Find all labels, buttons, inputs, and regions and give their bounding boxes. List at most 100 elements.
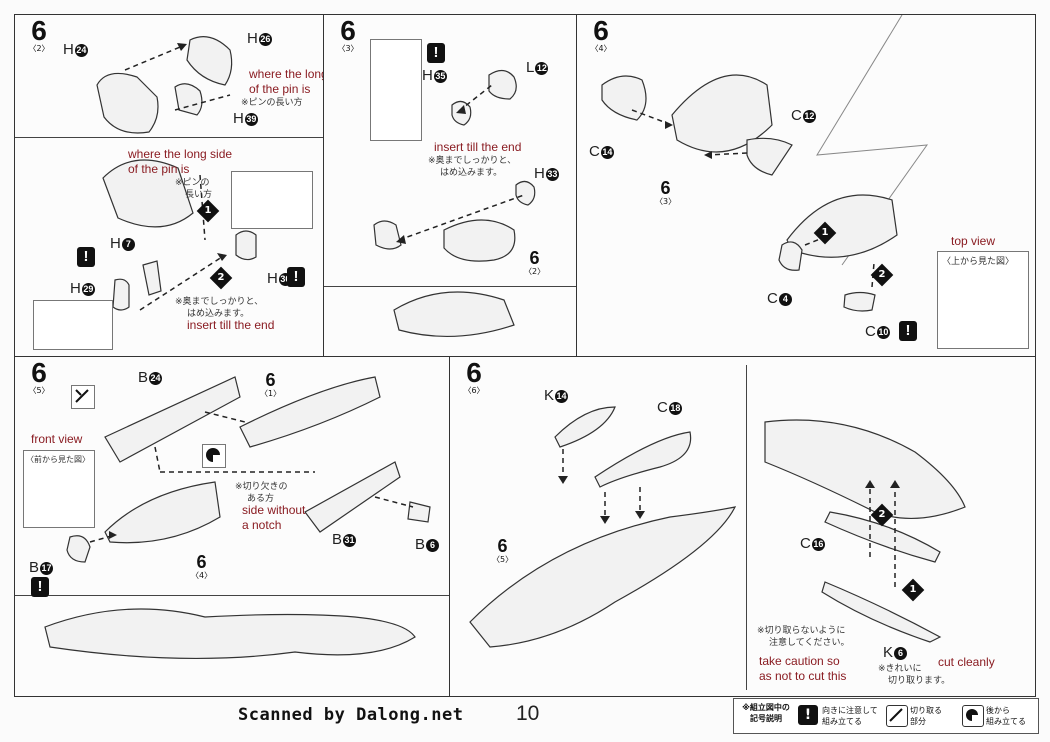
panel-divider-vertical [746,365,747,690]
exclamation-icon: ! [31,577,49,597]
step-number: 6 [466,357,482,388]
step-sub: 〈2〉 [28,44,50,53]
legend-line: 組み立てる [822,717,862,726]
reference-step-6-2: 6 〈2〉 [524,249,545,276]
ref-number: 6 [660,178,671,198]
part-letter: C [767,290,778,307]
exclamation-icon: ! [427,43,445,63]
parts-diagram-6-3 [373,69,536,338]
part-number: 35 [433,69,447,83]
half-circle-icon [206,448,221,463]
note-cut-clean-en: cut cleanly [938,655,995,669]
note-pin-long-jp: ※ピンの長い方 [241,98,303,108]
note-notch-jp-1: ※切り欠きの [235,482,288,492]
parts-diagram-6-2 [96,36,257,311]
step-marker-1: 1 [813,221,837,245]
legend-text: 切り取る 部分 [910,705,942,727]
note-caution-jp-2: 注意してください。 [769,638,850,648]
note-cut-jp-2: 切り取ります。 [888,676,951,686]
part-letter: C [800,535,811,552]
panel-divider [15,137,323,138]
part-letter: C [589,143,600,160]
half-circle-icon [962,705,984,727]
note-front-view-jp: 〈前から見た図〉 [26,455,90,464]
legend-line: 後から [986,706,1010,715]
inset-part-detail [370,39,422,141]
step-marker-2: 2 [870,263,894,287]
note-insert-jp-1: ※奥までしっかりと、 [428,156,517,166]
note-long-side-en-2: of the pin is [249,82,311,96]
step-sub: 〈5〉 [28,386,50,395]
step-marker-text: 1 [821,227,829,238]
part-letter: C [657,399,668,416]
page-number: 10 [516,702,540,725]
ref-number: 6 [497,536,508,556]
legend-line: 組み立てる [986,717,1026,726]
part-letter: H [422,67,433,84]
note-caution-en-1: take caution so [759,654,840,668]
step-marker-text: 2 [878,509,886,520]
step-marker-1: 1 [196,199,220,223]
note-notch-en-2: a notch [242,518,282,532]
inset-top-view: 〈上から見た図〉 [937,251,1029,349]
ref-sub: 〈3〉 [655,197,677,206]
step-number: 6 [340,15,356,46]
note-long-side-en-b2: of the pin is [128,162,190,176]
knife-icon [75,389,89,403]
legend-title-line: ※組立図中の [742,703,790,712]
ref-number: 6 [265,370,276,390]
part-letter: C [791,107,802,124]
step-number: 6 [31,15,47,46]
step-badge-6-5: 6 〈5〉 [19,357,59,398]
part-number: 7 [121,237,135,251]
note-insert-jp-2: はめ込みます。 [187,309,250,319]
step-badge-6-6: 6 〈6〉 [454,357,494,398]
inset-pin-shape [33,300,113,350]
exclamation-icon: ! [77,247,95,267]
note-cut-jp-1: ※きれいに [878,664,922,674]
note-long-side-en-b1: where the long side [128,147,233,161]
symbol-legend: ※組立図中の 記号説明 ! 向きに注意して 組み立てる 切り取る 部分 後 [733,698,1039,734]
part-number: 26 [258,32,272,46]
part-number: 24 [149,371,163,385]
note-caution-en-2: as not to cut this [759,669,847,683]
note-insert-en: insert till the end [187,318,275,332]
part-number: 10 [876,325,890,339]
inset-notch-detail [202,444,226,468]
part-number: 17 [40,561,54,575]
note-insert-jp-2: はめ込みます。 [440,168,503,178]
part-letter: B [332,531,343,548]
part-letter: H [63,41,74,58]
reference-step-6-5: 6 〈5〉 [492,537,513,564]
part-number: 33 [545,167,559,181]
reference-step-6-1: 6 〈1〉 [260,371,281,398]
step-sub: 〈3〉 [337,44,359,53]
part-number: 4 [778,292,792,306]
step-marker-text: 2 [217,272,225,283]
exclamation-icon: ! [798,705,818,725]
step-marker-2: 2 [870,503,894,527]
panel-step-6-6: 6 〈6〉 [449,356,1036,697]
part-letter: H [534,165,545,182]
part-letter: L [526,59,535,76]
parts-diagram-6-5 [44,376,431,660]
step-marker-text: 2 [878,269,886,280]
step-number: 6 [31,357,47,388]
step-number: 6 [593,15,609,46]
